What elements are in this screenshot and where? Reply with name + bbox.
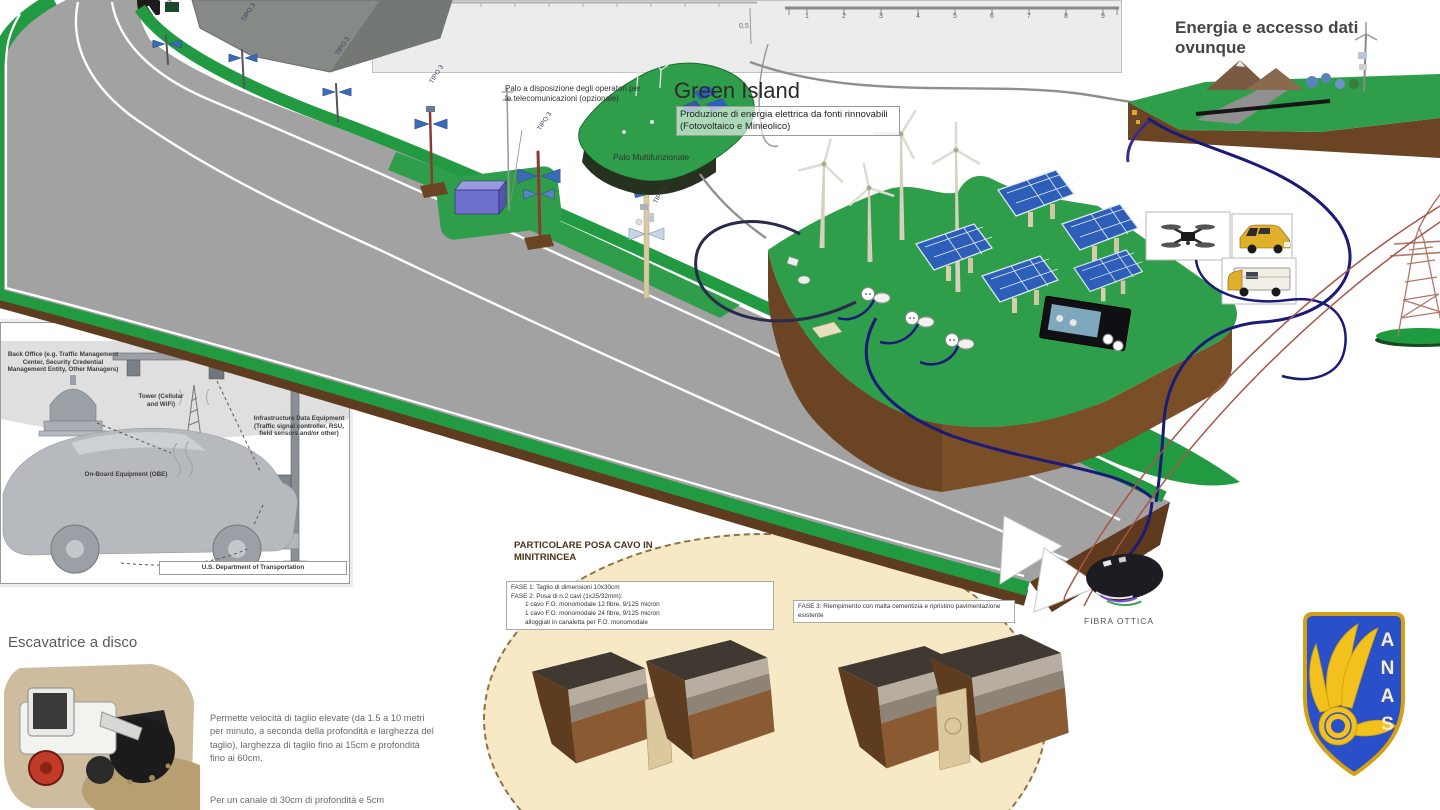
- tower-label: Tower (Cellular and WiFi): [138, 393, 184, 408]
- excavator-photo: [2, 662, 200, 810]
- cable-to-fiber: [1107, 501, 1154, 576]
- wind-turbine: [848, 162, 895, 262]
- pole-type-label: TIPO 3: [240, 1, 258, 23]
- fase2-item: 1 cavo F.O. monomodale 24 fibre, 9/125 m…: [525, 609, 660, 617]
- cable-vehicle-loop: [1194, 259, 1347, 381]
- antenna-poles: [152, 35, 665, 299]
- roadside-cabinet: [454, 180, 507, 215]
- measurement-panel: 1 2 3 4 5 6 7 8 9 0,5: [372, 0, 1122, 73]
- plug-icon: [945, 333, 975, 350]
- infrastructure-label: Infrastructure Data Equipment (Traffic s…: [253, 415, 345, 438]
- end-verge-swoosh: [1035, 390, 1240, 486]
- green-island-title: Green Island: [674, 78, 800, 103]
- solar-panel-icon: [915, 223, 993, 282]
- pole-type-label: TIPO 3: [164, 0, 181, 9]
- fase2-item: 1 cavo F.O. monomodale 12 fibre, 9/125 m…: [525, 601, 660, 609]
- back-office-label: Back Office (e.g. Traffic Management Cen…: [7, 351, 119, 374]
- ruler-artwork: [381, 1, 1119, 15]
- fiber-optic-cable-icon: [1086, 553, 1164, 607]
- pole-type-label: TIPO 1: [652, 183, 670, 205]
- winged-wheel-icon: [1309, 623, 1397, 737]
- fase2-line: FASE 2: Posa di n.2 cavi (1x25/32mm):: [511, 592, 623, 600]
- wind-turbine: [931, 122, 981, 292]
- green-island-subtitle: Produzione di energia elettrica da fonti…: [676, 106, 900, 136]
- laptop-icon: [811, 321, 843, 339]
- cabinet-patch: [436, 166, 562, 240]
- drone-icon: [1161, 224, 1215, 248]
- pole-type-label: TIPO 3: [536, 110, 554, 132]
- fiber-optic-label: FIBRA OTTICA: [1084, 616, 1155, 626]
- plug-icon: [905, 311, 935, 328]
- cables: [694, 116, 1352, 576]
- fase2-item: alloggiati in canaletta per F.O. monomod…: [525, 618, 648, 626]
- car-silhouette: [2, 427, 298, 574]
- power-pylon: [1063, 193, 1440, 607]
- minitrench-title: PARTICOLARE POSA CAVO IN MINITRINCEA: [514, 540, 653, 563]
- van-icon: [1239, 224, 1291, 254]
- ruler-tick: 1: [805, 13, 809, 20]
- energy-island-caption: Energia e accesso dati ovunque: [1175, 18, 1359, 58]
- antenna-pole-tipo3: [414, 106, 448, 198]
- ruler-tick: 3: [879, 13, 883, 20]
- fase1-line: FASE 1: Taglio di dimensioni 10x30cm: [511, 584, 620, 591]
- on-board-label: On-Board Equipment (OBE): [84, 471, 168, 478]
- telecom-pole-label: Palo a disposizione degli operatori per …: [505, 84, 641, 104]
- wind-turbine: [798, 138, 844, 248]
- camper-icon: [1227, 267, 1291, 297]
- antenna-pole-tipo3: [322, 83, 352, 123]
- green-island-block: [768, 176, 1237, 492]
- anas-logo: ANAS: [1298, 610, 1410, 780]
- solar-panels: [915, 169, 1143, 314]
- ruler-tick: 7: [1027, 13, 1031, 20]
- plug-icon: [861, 287, 891, 304]
- end-arrow: [999, 515, 1064, 585]
- cable-to-road-end: [864, 317, 1154, 500]
- excavator-paragraph: Per un canale di 30cm di profondità e 5c…: [210, 795, 385, 805]
- anas-letters: ANAS: [1377, 630, 1398, 742]
- power-lines: [1063, 193, 1440, 607]
- minitrench-ellipse: [483, 533, 1047, 810]
- guardrail: [1195, 99, 1331, 116]
- road-end-face: [1030, 502, 1170, 612]
- verge-apron: [388, 152, 740, 318]
- comm-line: [699, 173, 767, 239]
- telecom-pole: [501, 87, 523, 211]
- cable-right-sweep: [1147, 116, 1352, 503]
- antenna-pole-tipo3: [517, 150, 561, 250]
- multifunction-pole-label: Palo Multifunzionale: [613, 152, 690, 162]
- minitrench-phase-box: FASE 1: Taglio di dimensioni 10x30cm FAS…: [506, 581, 774, 631]
- excavator-paragraph: Permette velocità di taglio elevate (da …: [210, 713, 434, 764]
- usdot-inset: DSRC RSU Equipment on Mast Arm (illustra…: [0, 322, 350, 584]
- solar-panel-icon: [1073, 249, 1143, 302]
- inset-title: DSRC RSU Equipment on Mast Arm (illustra…: [196, 325, 304, 340]
- solar-panel-icon: [997, 169, 1075, 228]
- disc-excavator-icon: [19, 687, 175, 786]
- ruler-half-tick: 0,5: [739, 23, 749, 30]
- solar-panel-icon: [1061, 203, 1139, 262]
- framed-icons: [1145, 211, 1297, 305]
- excavator-title: Escavatrice a disco: [8, 634, 138, 651]
- dark-tag: [108, 0, 160, 15]
- ruler-tick: 9: [1101, 13, 1105, 20]
- ruler-tick: 6: [990, 13, 994, 20]
- charging-panel: [1039, 295, 1132, 352]
- power-outlets: [786, 256, 1132, 366]
- ruler-tick: 2: [842, 13, 846, 20]
- ruler-tick: 4: [916, 13, 920, 20]
- antenna-pole-tipo3: [228, 49, 258, 89]
- end-arrow: [1033, 547, 1102, 613]
- usdot-footer: U.S. Department of Transportation: [159, 561, 347, 575]
- solar-panel-icon: [981, 255, 1059, 314]
- ruler-tick: 5: [953, 13, 957, 20]
- ruler-tick: 8: [1064, 13, 1068, 20]
- pole-type-label: TIPO 3: [334, 35, 352, 57]
- minitrench-phase3-box: FASE 3: Riempimento con malta cementizia…: [793, 600, 1015, 624]
- cable-loop-left: [694, 220, 857, 323]
- antenna-pole-tipo3: [152, 35, 182, 65]
